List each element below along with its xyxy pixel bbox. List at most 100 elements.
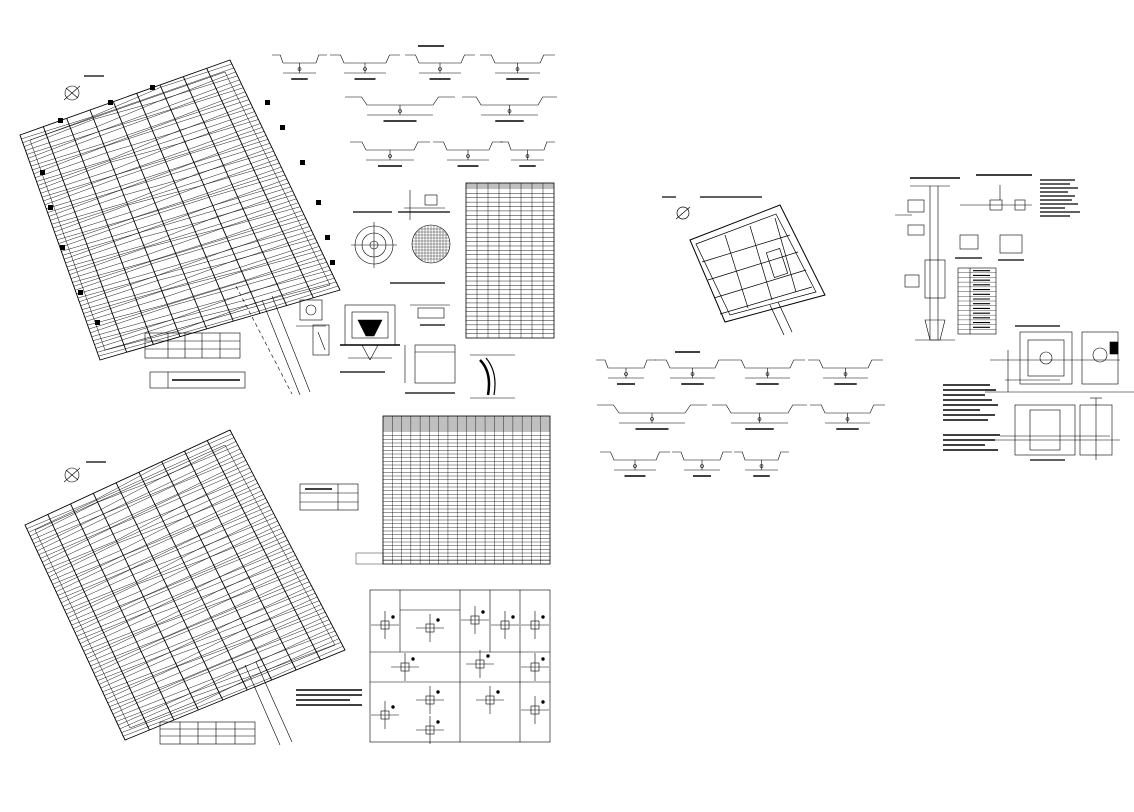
profile-line xyxy=(500,141,555,151)
road-line xyxy=(70,503,175,721)
node-box xyxy=(500,620,510,630)
node-box xyxy=(475,659,485,669)
riser-diagram xyxy=(895,177,960,341)
contour-line xyxy=(83,558,298,652)
contour-line xyxy=(76,222,308,295)
profile-node xyxy=(297,67,302,71)
node-dot xyxy=(541,615,545,619)
contour-line xyxy=(91,265,329,337)
contour-line xyxy=(25,75,238,151)
contour-line xyxy=(37,111,255,186)
contour-line xyxy=(65,190,293,264)
table-side-cell xyxy=(355,552,384,565)
small-detail-a xyxy=(296,299,330,356)
contour-line xyxy=(21,63,232,140)
contour-line xyxy=(83,242,318,314)
contour-line xyxy=(59,505,270,600)
contour-line xyxy=(32,95,248,171)
profile-node xyxy=(757,417,762,421)
profile-line xyxy=(600,451,670,461)
road-profiles-top xyxy=(272,45,557,220)
contour-line xyxy=(53,154,276,229)
lot-grid xyxy=(701,217,813,315)
contour-line xyxy=(68,198,297,271)
contour-line xyxy=(92,577,308,670)
road-line xyxy=(47,514,150,731)
contour-line xyxy=(40,119,259,194)
contour-line xyxy=(118,634,338,726)
profile-node xyxy=(398,109,402,113)
profile-line xyxy=(345,96,455,106)
contour-line xyxy=(58,170,284,244)
node-box xyxy=(425,623,435,633)
road-line xyxy=(115,482,224,701)
site-plan-top xyxy=(19,59,341,396)
contour-line xyxy=(123,646,344,737)
legend-table xyxy=(144,332,246,389)
notes-block xyxy=(1040,179,1080,217)
profile-line xyxy=(808,359,883,369)
contour-line xyxy=(55,162,280,237)
profile-line xyxy=(350,141,430,151)
profile-node xyxy=(388,154,392,158)
small-detail-b xyxy=(410,304,450,326)
node-box xyxy=(400,662,410,672)
contour-line xyxy=(81,554,296,648)
profile-line xyxy=(480,54,555,64)
profile-node xyxy=(765,372,770,376)
contour-line xyxy=(75,218,306,291)
contour-line xyxy=(64,517,276,611)
contour-line xyxy=(95,277,335,349)
node-box xyxy=(530,662,540,672)
profile-line xyxy=(672,451,732,461)
contour-line xyxy=(86,250,322,322)
chamber-section xyxy=(340,304,400,373)
contour-line xyxy=(62,513,274,607)
contour-line xyxy=(97,589,314,681)
node-box xyxy=(425,725,435,735)
manhole-plan-circle xyxy=(351,222,397,268)
contour-line xyxy=(78,547,292,641)
contour-line xyxy=(61,509,272,604)
node-dot xyxy=(496,690,500,694)
node-dot xyxy=(436,618,440,622)
riser-box xyxy=(424,194,438,206)
road-line xyxy=(206,68,314,298)
contour-line xyxy=(70,206,301,279)
node-dot xyxy=(391,705,395,709)
contour-line xyxy=(35,452,242,548)
contour-line xyxy=(69,528,282,622)
contour-line xyxy=(80,551,294,644)
road-line xyxy=(42,126,128,353)
profile-node xyxy=(690,372,695,376)
contour-line xyxy=(31,444,239,541)
road-line xyxy=(112,101,208,330)
quantities-table xyxy=(355,415,551,565)
contour-line xyxy=(73,536,286,629)
profile-node xyxy=(466,154,470,158)
node-dot xyxy=(486,654,490,658)
contour-line xyxy=(82,238,316,310)
node-dot xyxy=(436,690,440,694)
road-line xyxy=(138,472,248,691)
contour-line xyxy=(105,608,324,700)
contour-line xyxy=(62,182,289,256)
contour-line xyxy=(43,127,263,202)
contour-line xyxy=(59,174,286,248)
contour-line xyxy=(114,627,334,718)
contour-line xyxy=(79,230,312,303)
road-profiles-middle xyxy=(596,351,885,477)
road-line xyxy=(206,440,321,661)
contour-line xyxy=(64,186,291,260)
contour-line xyxy=(39,115,257,190)
profile-line xyxy=(462,96,557,106)
contour-line xyxy=(94,273,333,345)
node-dot xyxy=(511,615,515,619)
contour-line xyxy=(87,254,324,326)
contour-line xyxy=(72,210,303,283)
contour-line xyxy=(54,158,278,233)
profile-node xyxy=(843,372,848,376)
contour-line xyxy=(119,638,340,730)
node-box xyxy=(485,695,495,705)
